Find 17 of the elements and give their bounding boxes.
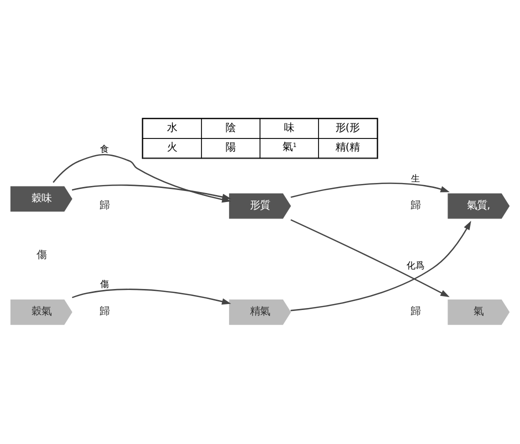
label: 陰	[226, 122, 236, 134]
label: 形(形	[335, 122, 360, 134]
label: 陽	[226, 142, 236, 154]
label: 火	[166, 142, 177, 154]
label: 味	[284, 122, 294, 134]
label: 歸	[410, 306, 421, 318]
edge-label: 食	[100, 145, 109, 156]
edge-label: 傷	[100, 280, 109, 290]
edge-label: 化爲	[406, 262, 425, 272]
label: 歸	[410, 200, 421, 212]
label: 歸	[99, 306, 110, 318]
label: 傷	[36, 248, 46, 261]
label: 氣$^{1}$	[282, 140, 297, 153]
label: 歸	[99, 200, 110, 212]
label: 精(精	[335, 142, 360, 154]
label: 水	[166, 122, 177, 134]
edge-label: 生	[411, 174, 420, 184]
